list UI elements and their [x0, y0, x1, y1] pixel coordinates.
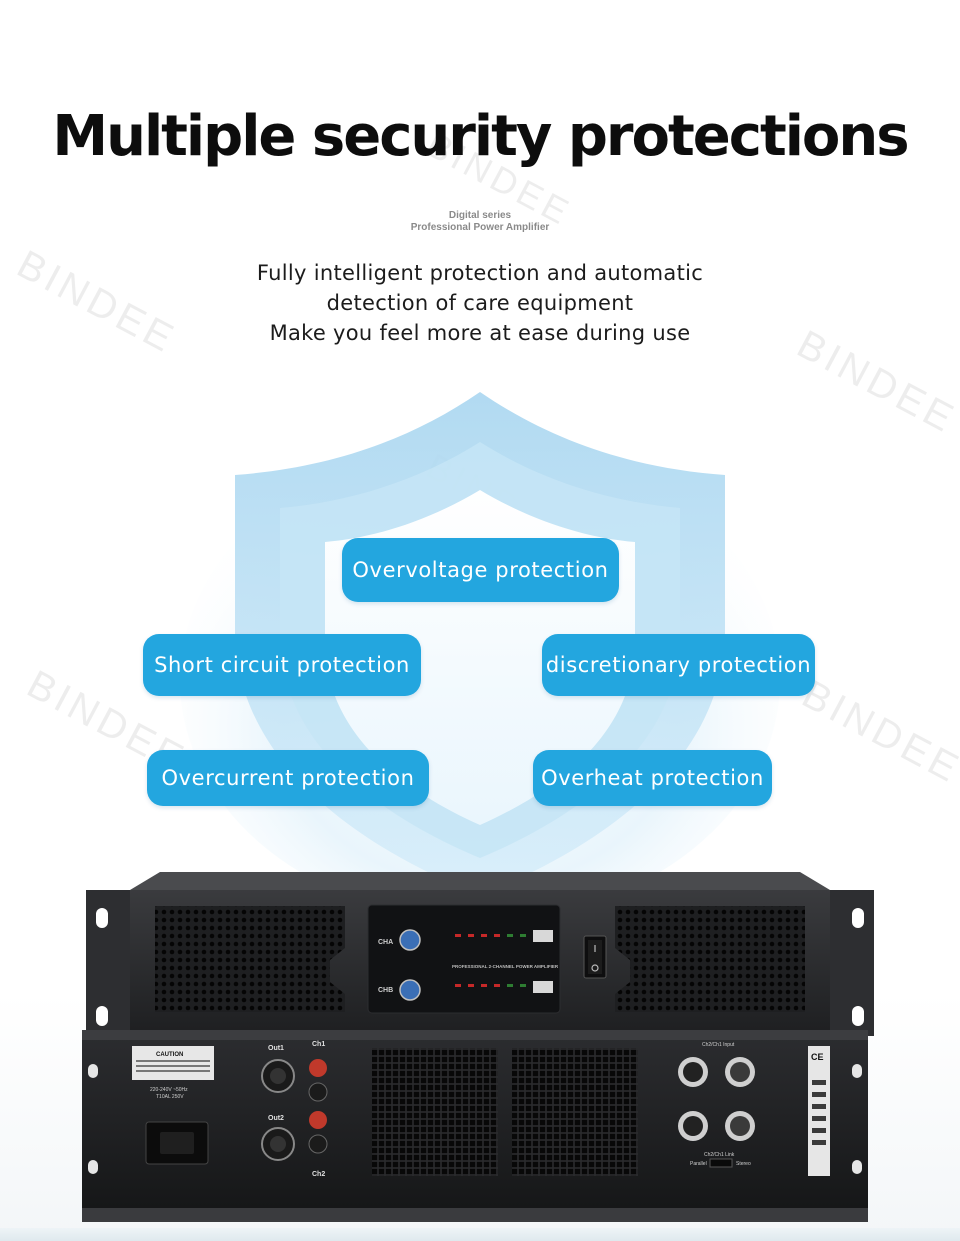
model-text: PROFESSIONAL 2-CHANNEL POWER AMPLIFIER [452, 964, 559, 969]
power-spec-1: 220-240V ~50Hz [150, 1087, 188, 1093]
description-line-1: Fully intelligent protection and automat… [256, 261, 704, 285]
ch1-label: Ch1 [312, 1041, 325, 1048]
series-line-2: Professional Power Amplifier [410, 222, 550, 233]
watermark: BINDEE [795, 672, 960, 793]
description-line-3: Make you feel more at ease during use [269, 321, 691, 345]
parallel-label: Parallel [690, 1161, 707, 1167]
channel-b-label: CHB [378, 987, 393, 994]
power-spec-2: T10AL 250V [156, 1094, 184, 1100]
discretionary-protection-badge: discretionary protection [542, 634, 815, 696]
overvoltage-protection-badge: Overvoltage protection [342, 538, 619, 602]
page-title: Multiple security protections [52, 104, 909, 169]
caution-label: CAUTION [156, 1052, 183, 1058]
bottom-band [0, 1228, 960, 1241]
description: Fully intelligent protection and automat… [0, 258, 960, 348]
stereo-label: Stereo [736, 1161, 751, 1167]
description-line-2: detection of care equipment [326, 291, 634, 315]
power-amplifier-image: CHA CHB PROFESSIONAL 2-CHANNEL POWER AMP… [82, 872, 874, 1222]
amp-rear-unit: CAUTION 220-240V ~50Hz T10AL 250V Out1 O… [82, 1030, 868, 1222]
short-circuit-protection-badge: Short circuit protection [143, 634, 421, 696]
ch2-label: Ch2 [312, 1171, 325, 1178]
out1-label: Out1 [268, 1045, 284, 1052]
overheat-protection-badge: Overheat protection [533, 750, 772, 806]
series-line-1: Digital series [448, 210, 512, 221]
input-label: Ch2/Ch1 Input [702, 1042, 735, 1048]
amp-front-unit: CHA CHB PROFESSIONAL 2-CHANNEL POWER AMP… [86, 872, 874, 1036]
series-caption: Digital series Professional Power Amplif… [0, 210, 960, 234]
channel-a-label: CHA [378, 939, 393, 946]
ce-mark: CE [811, 1052, 824, 1062]
out2-label: Out2 [268, 1115, 284, 1122]
overcurrent-protection-badge: Overcurrent protection [147, 750, 429, 806]
link-label: Ch2/Ch1 Link [704, 1152, 735, 1158]
